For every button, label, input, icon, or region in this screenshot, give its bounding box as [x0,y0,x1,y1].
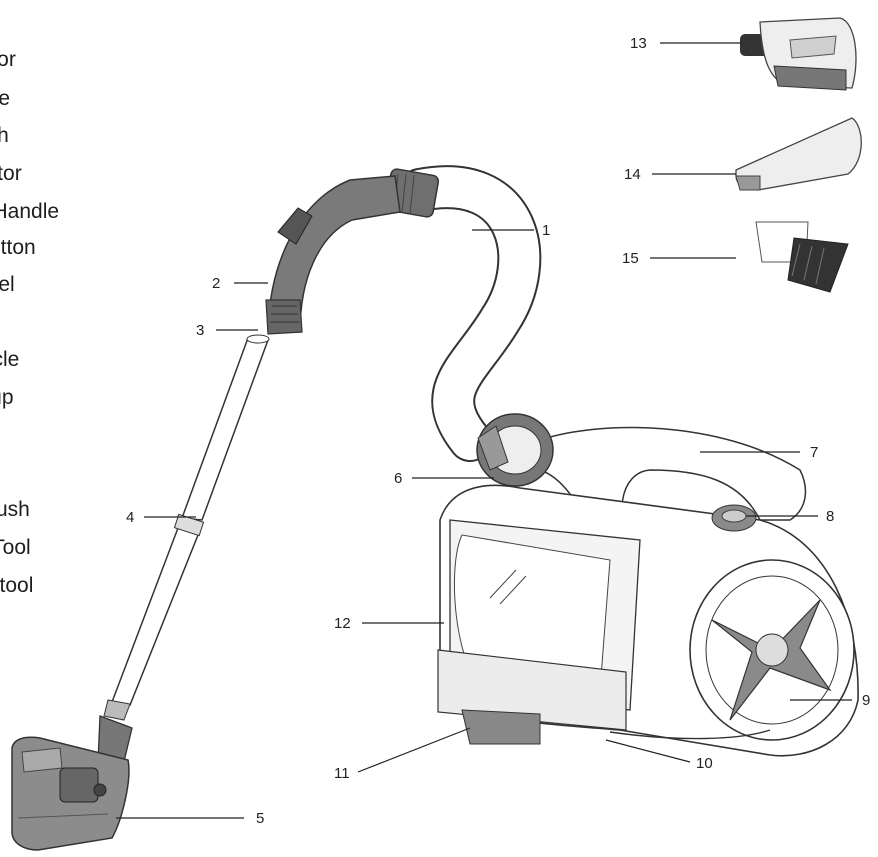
callout-numbers: 1 2 3 4 5 6 7 8 9 10 11 12 13 14 15 [126,35,870,827]
callout-13: 13 [630,35,647,52]
callout-2: 2 [212,275,220,292]
legend-line-5: ector [0,162,22,185]
parts-legend: e lator ube ush ector g Handle Button he… [0,0,110,620]
legend-line-4: ush [0,124,9,147]
callout-1: 1 [542,222,550,239]
legend-line-7: Button [0,236,36,259]
leader-lines [116,42,852,819]
legend-line-15: e Tool [0,536,31,559]
legend-line-14: Brush [0,498,30,521]
callout-8: 8 [826,508,834,525]
crevice-tool [735,117,862,191]
handle [265,175,401,335]
callout-12: 12 [334,615,351,632]
callout-11: 11 [334,765,350,782]
legend-line-3: ube [0,87,11,110]
callout-9: 9 [862,692,870,709]
callout-7: 7 [810,444,818,461]
floor-brush [11,715,133,851]
telescopic-tube [103,334,270,721]
vacuum-body [437,413,859,757]
legend-line-6: g Handle [0,200,60,223]
legend-line-8: heel [0,273,15,296]
callout-6: 6 [394,470,402,487]
upholstery-tool [755,221,849,293]
callout-3: 3 [196,322,204,339]
hose [384,165,542,462]
legend-line-10: tacle [0,348,20,371]
legend-line-11: Cup [0,386,14,409]
legend-line-16: re tool [0,574,34,597]
turbo-brush [740,17,857,91]
callout-10: 10 [696,755,713,772]
callout-14: 14 [624,166,641,183]
legend-line-2: lator [0,48,16,71]
callout-15: 15 [622,250,639,267]
callout-4: 4 [126,509,134,526]
callout-5: 5 [256,810,264,827]
